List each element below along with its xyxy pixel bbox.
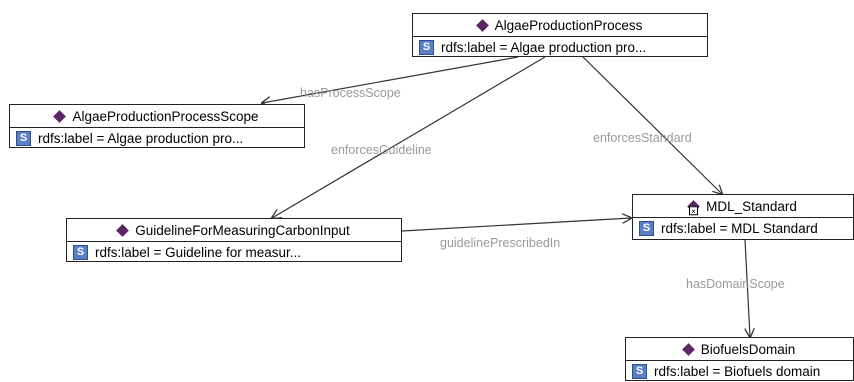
node-property-text: rdfs:label = Guideline for measur... <box>95 245 301 260</box>
node-property: S rdfs:label = Biofuels domain <box>626 361 853 382</box>
string-property-icon: S <box>639 221 654 236</box>
node-property-text: rdfs:label = MDL Standard <box>661 221 818 236</box>
node-title: AlgaeProductionProcessScope <box>10 105 304 128</box>
node-title-text: AlgaeProductionProcess <box>494 17 643 33</box>
edge-guideline-prescribed-in <box>401 218 631 232</box>
node-algae-production-process[interactable]: AlgaeProductionProcess S rdfs:label = Al… <box>412 13 708 57</box>
node-mdl-standard[interactable]: × MDL_Standard S rdfs:label = MDL Standa… <box>632 194 854 240</box>
edge-label-guideline-prescribed-in: guidelinePrescribedIn <box>440 236 561 250</box>
node-property: S rdfs:label = Algae production pro... <box>10 128 304 149</box>
string-property-icon: S <box>419 40 434 55</box>
edge-has-process-scope <box>262 56 519 103</box>
node-title-text: GuidelineForMeasuringCarbonInput <box>135 222 350 238</box>
node-algae-production-process-scope[interactable]: AlgaeProductionProcessScope S rdfs:label… <box>9 104 305 148</box>
edge-enforces-standard <box>582 56 722 194</box>
string-property-icon: S <box>632 364 647 379</box>
edge-label-has-domain-scope: hasDomainScope <box>686 277 785 291</box>
node-biofuels-domain[interactable]: BiofuelsDomain S rdfs:label = Biofuels d… <box>625 337 854 381</box>
deprecated-mark-icon: × <box>689 205 699 216</box>
node-property: S rdfs:label = Guideline for measur... <box>67 242 401 263</box>
node-title-text: MDL_Standard <box>706 198 797 214</box>
class-icon <box>116 223 130 237</box>
node-property-text: rdfs:label = Algae production pro... <box>38 131 244 146</box>
node-title: × MDL_Standard <box>633 195 853 218</box>
node-title-text: BiofuelsDomain <box>700 341 796 357</box>
node-property-text: rdfs:label = Algae production pro... <box>441 40 647 55</box>
node-title: AlgaeProductionProcess <box>413 14 707 37</box>
string-property-icon: S <box>16 131 31 146</box>
diagram-edges <box>0 56 854 352</box>
edge-enforces-guideline <box>272 56 546 218</box>
node-property: S rdfs:label = MDL Standard <box>633 218 853 239</box>
string-property-icon: S <box>73 245 88 260</box>
edge-label-has-process-scope: hasProcessScope <box>300 86 401 100</box>
edge-label-enforces-standard: enforcesStandard <box>593 131 692 145</box>
node-property: S rdfs:label = Algae production pro... <box>413 37 707 58</box>
node-title-text: AlgaeProductionProcessScope <box>72 108 259 124</box>
class-icon <box>681 342 695 356</box>
node-title: BiofuelsDomain <box>626 338 853 361</box>
class-icon <box>53 109 67 123</box>
class-icon: × <box>687 199 700 216</box>
node-guideline-for-measuring-carbon-input[interactable]: GuidelineForMeasuringCarbonInput S rdfs:… <box>66 218 402 262</box>
edge-has-domain-scope <box>744 239 750 337</box>
class-icon <box>475 18 489 32</box>
edge-label-enforces-guideline: enforcesGuideline <box>331 143 432 157</box>
node-title: GuidelineForMeasuringCarbonInput <box>67 219 401 242</box>
node-property-text: rdfs:label = Biofuels domain <box>654 364 821 379</box>
